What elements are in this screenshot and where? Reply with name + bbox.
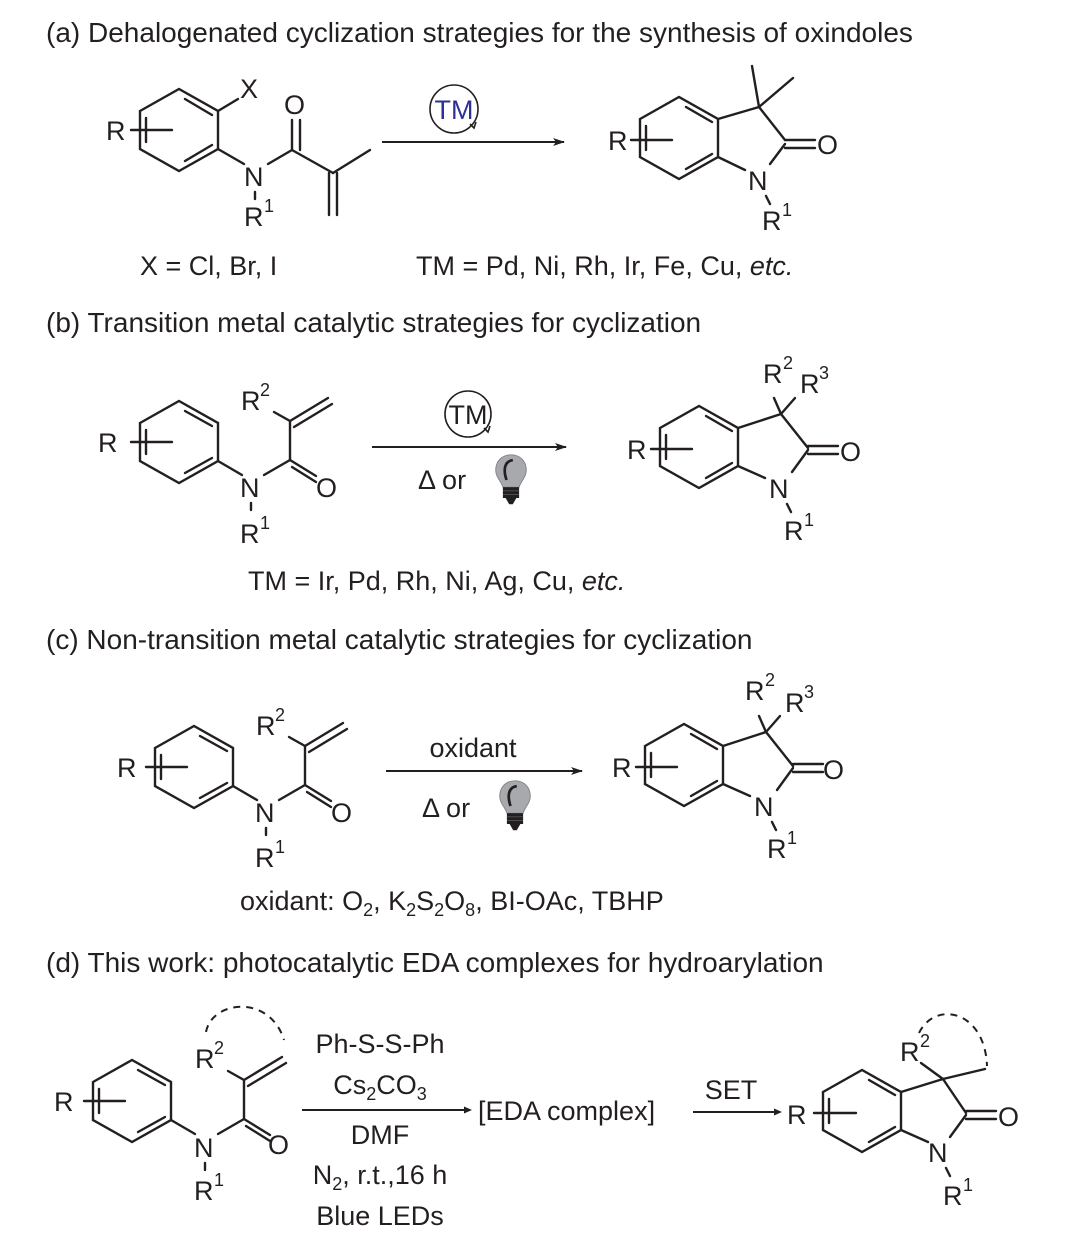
svg-text:O: O [823, 755, 844, 785]
heat-or-label: Δ or [418, 465, 466, 495]
catalyst-tm-label: TM [435, 95, 474, 125]
svg-text:R: R [240, 519, 260, 549]
panel-d-product: R R 2 O N R 1 [787, 1013, 1019, 1211]
panel-b-tm-note: TM = Ir, Pd, Rh, Ni, Ag, Cu, etc. [248, 566, 625, 596]
svg-text:2: 2 [920, 1031, 930, 1051]
svg-text:2: 2 [765, 670, 775, 690]
svg-text:R: R [943, 1181, 963, 1211]
panel-d-heading: (d) This work: photocatalytic EDA comple… [46, 947, 824, 978]
light-bulb-icon [498, 779, 532, 832]
svg-text:O: O [284, 90, 305, 120]
svg-text:R: R [117, 753, 137, 783]
svg-text:R: R [195, 1044, 215, 1074]
svg-text:R: R [256, 711, 276, 741]
svg-text:3: 3 [819, 363, 829, 383]
svg-text:O: O [268, 1130, 289, 1160]
svg-text:R: R [98, 428, 118, 458]
svg-text:R: R [762, 206, 782, 236]
panel-a-tm-note: TM = Pd, Ni, Rh, Ir, Fe, Cu, etc. [416, 251, 793, 281]
svg-text:R: R [241, 386, 261, 416]
svg-text:X: X [240, 74, 258, 104]
svg-text:R: R [900, 1037, 920, 1067]
svg-text:N: N [754, 792, 774, 822]
svg-text:R: R [255, 843, 275, 873]
svg-text:N: N [928, 1138, 948, 1168]
svg-text:N: N [255, 798, 275, 828]
svg-text:N: N [748, 166, 768, 196]
svg-text:R: R [244, 202, 264, 232]
panel-c-heading: (c) Non-transition metal catalytic strat… [46, 624, 752, 655]
panel-b-product: R R 2 R 3 O N R 1 [627, 353, 861, 546]
panel-c-arrow: oxidant Δ or [386, 733, 583, 832]
condition-light: Blue LEDs [316, 1201, 444, 1231]
svg-text:O: O [998, 1102, 1019, 1132]
svg-text:1: 1 [782, 200, 792, 220]
svg-text:2: 2 [260, 380, 270, 400]
svg-text:O: O [316, 473, 337, 503]
halogen-note: X = Cl, Br, I [140, 251, 277, 281]
svg-text:N: N [240, 473, 260, 503]
svg-text:R: R [767, 834, 787, 864]
svg-text:R: R [106, 116, 126, 146]
svg-text:N: N [244, 162, 264, 192]
svg-text:3: 3 [804, 682, 814, 702]
condition-atmosphere: N2, r.t.,16 h [313, 1160, 448, 1194]
panel-a-reactant: R X N R 1 O [106, 74, 372, 232]
eda-complex-label: [EDA complex] [478, 1096, 655, 1126]
oxidant-note: oxidant: O2, K2S2O8, BI-OAc, TBHP [240, 886, 664, 920]
svg-text:R: R [763, 359, 783, 389]
svg-text:1: 1 [804, 510, 814, 530]
condition-disulfide: Ph-S-S-Ph [315, 1029, 444, 1059]
svg-text:1: 1 [214, 1170, 224, 1190]
panel-a-arrow: TM [382, 84, 565, 146]
svg-text:O: O [840, 437, 861, 467]
panel-b-arrow: TM Δ or [372, 390, 567, 506]
svg-text:R: R [784, 516, 804, 546]
panel-b-heading: (b) Transition metal catalytic strategie… [46, 307, 701, 338]
svg-text:O: O [331, 798, 352, 828]
condition-base: Cs2CO3 [333, 1070, 427, 1104]
svg-text:R: R [54, 1087, 74, 1117]
panel-a-product: R O N R 1 [608, 64, 838, 236]
condition-solvent: DMF [351, 1120, 409, 1150]
svg-text:1: 1 [264, 196, 274, 216]
svg-text:1: 1 [963, 1175, 973, 1195]
svg-text:R: R [787, 1100, 807, 1130]
panel-d-reactant: R N R 1 O R 2 [54, 1005, 289, 1206]
svg-text:R: R [785, 688, 805, 718]
svg-text:R: R [627, 435, 647, 465]
panel-c-reactant: R N R 1 O R 2 [117, 705, 352, 873]
panel-d-arrow-2: SET [693, 1075, 782, 1116]
svg-text:R: R [194, 1176, 214, 1206]
svg-text:R: R [612, 753, 632, 783]
svg-text:2: 2 [783, 353, 793, 373]
svg-text:R: R [608, 126, 628, 156]
oxidant-label: oxidant [429, 733, 517, 763]
panel-d-arrow-1: Ph-S-S-Ph Cs2CO3 DMF N2, r.t.,16 h Blue … [302, 1029, 472, 1231]
svg-text:N: N [769, 474, 789, 504]
catalyst-tm-label: TM [449, 400, 488, 430]
heat-or-label: Δ or [422, 793, 470, 823]
svg-text:1: 1 [275, 837, 285, 857]
svg-text:2: 2 [214, 1038, 224, 1058]
svg-text:1: 1 [260, 513, 270, 533]
panel-c-product: R R 2 R 3 O N R 1 [612, 670, 844, 864]
svg-text:R: R [745, 676, 765, 706]
light-bulb-icon [494, 453, 528, 506]
panel-a-heading: (a) Dehalogenated cyclization strategies… [46, 17, 913, 48]
svg-text:O: O [817, 130, 838, 160]
set-label: SET [705, 1075, 758, 1105]
svg-text:2: 2 [275, 705, 285, 725]
panel-b-reactant: R N R 1 O R 2 [98, 380, 337, 549]
svg-text:R: R [800, 369, 820, 399]
svg-text:1: 1 [787, 828, 797, 848]
svg-text:N: N [194, 1133, 214, 1163]
